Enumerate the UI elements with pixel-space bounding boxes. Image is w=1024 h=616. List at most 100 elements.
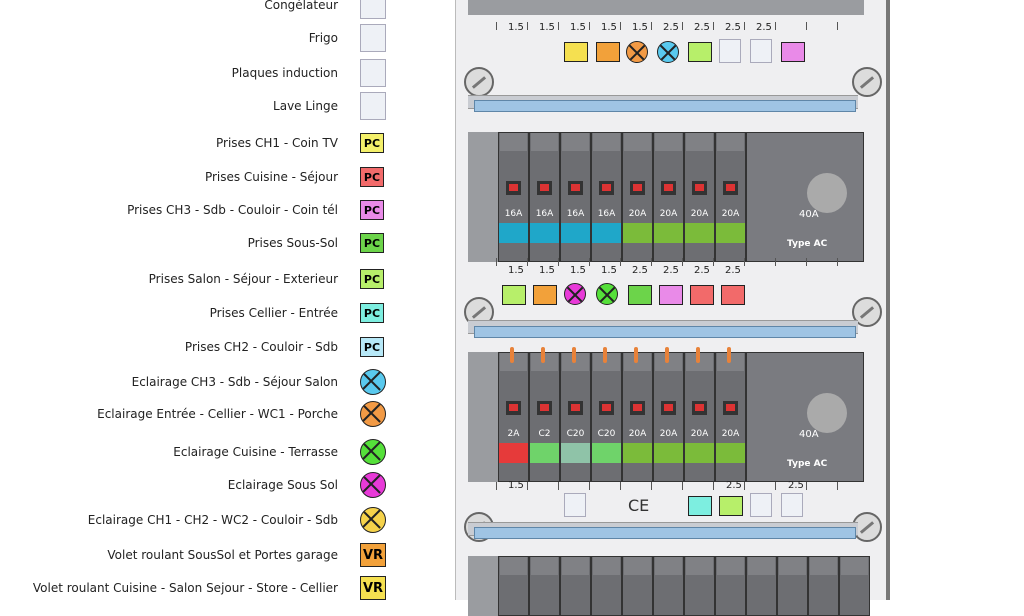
pc-socket-icon bbox=[659, 285, 683, 305]
differential-rating: 40A bbox=[799, 429, 819, 440]
circuit-breaker: 20A bbox=[653, 347, 684, 482]
wire-section-label: 1.5 bbox=[601, 265, 617, 276]
circuit-breaker bbox=[684, 556, 715, 616]
circuit-color-band bbox=[623, 443, 652, 463]
circuit-breaker bbox=[591, 556, 622, 616]
roller-shutter-icon bbox=[533, 285, 557, 305]
breaker-rating: 16A bbox=[504, 209, 523, 219]
lighting-circuit-icon bbox=[360, 401, 386, 427]
pc-socket-icon bbox=[688, 496, 712, 516]
breaker-lever-icon bbox=[661, 401, 676, 415]
breaker-rating: C20 bbox=[597, 429, 616, 439]
freezer-icon bbox=[360, 0, 386, 19]
wire-pin bbox=[696, 347, 700, 363]
breaker-rating: 20A bbox=[690, 429, 709, 439]
breaker-lever-icon bbox=[630, 401, 645, 415]
breaker-rating: 16A bbox=[566, 209, 585, 219]
wire-section-label: 2.5 bbox=[756, 22, 772, 33]
breaker-lever-icon bbox=[599, 181, 614, 195]
breaker-rating: 20A bbox=[659, 209, 678, 219]
roller-shutter-icon: VR bbox=[360, 576, 386, 600]
circuit-color-band bbox=[654, 223, 683, 243]
row2-section-ticks bbox=[496, 258, 846, 268]
wire-section-label: 1.5 bbox=[570, 22, 586, 33]
lighting-circuit-icon bbox=[360, 369, 386, 395]
legend-label: Volet roulant SousSol et Portes garage bbox=[107, 548, 338, 562]
breaker-lever-icon bbox=[599, 401, 614, 415]
breaker-lever-icon bbox=[537, 401, 552, 415]
circuit-color-band bbox=[499, 223, 528, 243]
fridge-icon bbox=[750, 493, 772, 517]
circuit-breaker: 20A bbox=[684, 132, 715, 262]
breaker-lever-icon bbox=[723, 181, 738, 195]
pc-socket-icon bbox=[719, 496, 743, 516]
pc-socket-icon: PC bbox=[360, 167, 384, 187]
breaker-lever-icon bbox=[568, 181, 583, 195]
row3-section-ticks bbox=[496, 482, 846, 492]
wire-section-label: 1.5 bbox=[508, 22, 524, 33]
breaker-rating: 20A bbox=[659, 429, 678, 439]
pc-socket-icon bbox=[781, 42, 805, 62]
wire-section-label: 2.5 bbox=[725, 22, 741, 33]
pc-socket-icon: PC bbox=[360, 269, 384, 289]
breaker-lever-icon bbox=[692, 181, 707, 195]
pc-socket-icon bbox=[721, 285, 745, 305]
wire-pin bbox=[572, 347, 576, 363]
comb-busbar bbox=[474, 326, 856, 338]
circuit-breaker: 2A bbox=[498, 347, 529, 482]
wire-section-label: 2.5 bbox=[663, 22, 679, 33]
circuit-breaker: 20A bbox=[715, 347, 746, 482]
circuit-color-band bbox=[716, 223, 745, 243]
breaker-lever-icon bbox=[506, 401, 521, 415]
wire-section-label: 2.5 bbox=[788, 480, 804, 491]
pc-socket-label: PC bbox=[363, 170, 381, 184]
circuit-breaker bbox=[777, 556, 808, 616]
circuit-breaker: C2 bbox=[529, 347, 560, 482]
breaker-lever-icon bbox=[723, 401, 738, 415]
legend-label: Congélateur bbox=[264, 0, 338, 12]
ce-mark: CE bbox=[628, 496, 650, 515]
wire-section-label: 1.5 bbox=[570, 265, 586, 276]
legend-label: Prises Cellier - Entrée bbox=[209, 306, 338, 320]
roller-shutter-icon bbox=[564, 42, 588, 62]
wire-section-label: 1.5 bbox=[601, 22, 617, 33]
wire-section-label: 1.5 bbox=[632, 22, 648, 33]
wire-pin bbox=[603, 347, 607, 363]
circuit-breaker: 20A bbox=[715, 132, 746, 262]
wire-section-label: 2.5 bbox=[632, 265, 648, 276]
circuit-color-band bbox=[530, 443, 559, 463]
lightning-icon bbox=[807, 393, 847, 433]
wire-section-label: 1.5 bbox=[508, 480, 524, 491]
circuit-breaker bbox=[653, 556, 684, 616]
circuit-color-band bbox=[654, 443, 683, 463]
breaker-rating: 20A bbox=[628, 429, 647, 439]
roller-shutter-icon bbox=[502, 285, 526, 305]
lighting-circuit-icon bbox=[360, 507, 386, 533]
induction-hob-icon bbox=[750, 39, 772, 63]
pc-socket-icon: PC bbox=[360, 303, 384, 323]
circuit-breaker: 16A bbox=[591, 132, 622, 262]
pc-socket-icon bbox=[688, 42, 712, 62]
circuit-color-band bbox=[716, 443, 745, 463]
screw-icon bbox=[852, 67, 882, 97]
breaker-row-3 bbox=[468, 556, 870, 616]
circuit-breaker: 20A bbox=[622, 347, 653, 482]
legend-label: Eclairage Sous Sol bbox=[227, 478, 338, 492]
breaker-lever-icon bbox=[630, 181, 645, 195]
roller-shutter-icon: VR bbox=[360, 543, 386, 567]
breaker-rating: C2 bbox=[538, 429, 551, 439]
circuit-breaker: C20 bbox=[560, 347, 591, 482]
pc-socket-label: PC bbox=[363, 136, 381, 150]
legend-label: Eclairage CH3 - Sdb - Séjour Salon bbox=[131, 375, 338, 389]
circuit-breaker bbox=[529, 556, 560, 616]
differential-type: Type AC bbox=[787, 239, 828, 249]
washing-machine-icon bbox=[564, 493, 586, 517]
breaker-rating: 16A bbox=[597, 209, 616, 219]
breaker-rating: 20A bbox=[721, 429, 740, 439]
wire-section-label: 1.5 bbox=[508, 265, 524, 276]
legend-label: Eclairage CH1 - CH2 - WC2 - Couloir - Sd… bbox=[87, 513, 338, 527]
